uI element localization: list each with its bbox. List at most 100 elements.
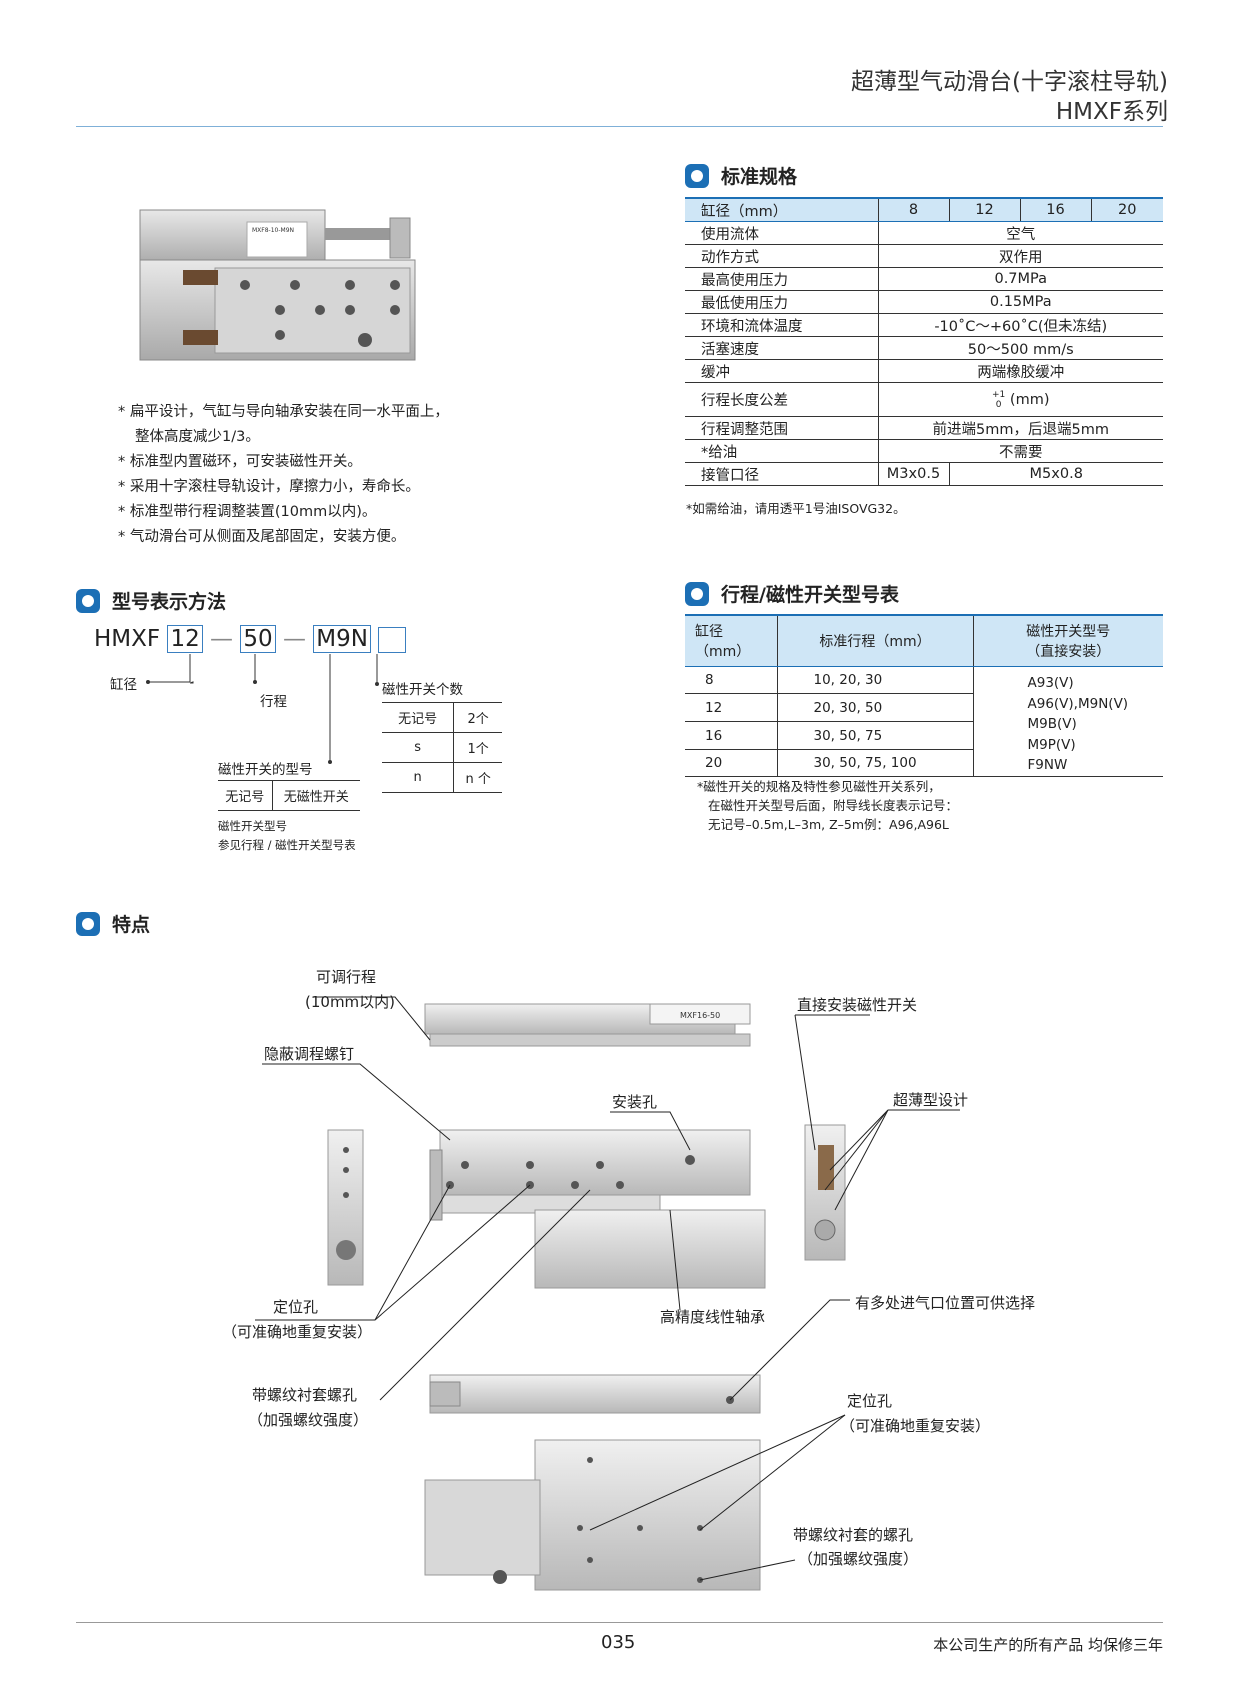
- tolerance-unit: (mm): [1009, 391, 1050, 408]
- slide-end-view-left: [327, 1129, 364, 1286]
- stroke-values: 30, 50, 75, 100: [776, 749, 973, 776]
- count-code: s: [382, 732, 455, 763]
- leader-lines: [255, 996, 960, 1581]
- product-photo: MXF8-10-M9N: [139, 209, 416, 361]
- stroke-bore: 20: [705, 754, 723, 771]
- spec-value: 前进端5mm，后退端5mm: [877, 416, 1163, 440]
- section-title: 行程/磁性开关型号表: [721, 584, 899, 606]
- spec-label: 缓冲: [685, 359, 878, 383]
- section-bullet-icon: [76, 588, 100, 613]
- spec-row: 动作方式双作用: [685, 244, 1163, 268]
- stroke-row: 12 20, 30, 50: [685, 693, 1163, 722]
- spec-row: *给油不需要: [685, 439, 1163, 463]
- spec-row: 行程调整范围前进端5mm，后退端5mm: [685, 416, 1163, 440]
- switch-model: F9NW: [1027, 757, 1068, 773]
- section-heading-model: 型号表示方法: [76, 587, 226, 614]
- spec-value: 不需要: [877, 439, 1163, 463]
- spec-row: 缓冲两端橡胶缓冲: [685, 359, 1163, 383]
- section-heading-features: 特点: [76, 910, 150, 937]
- section-title: 型号表示方法: [112, 591, 227, 613]
- slide-bottom-view: [424, 1439, 761, 1591]
- label-hidden-screw: 隐蔽调程螺钉: [264, 1045, 355, 1063]
- spec-label: 活塞速度: [685, 336, 878, 360]
- switch-type-value: 无磁性开关: [283, 790, 349, 805]
- spec-header-row: 缸径（mm） 8 12 16 20: [685, 197, 1163, 222]
- spec-value: 两端橡胶缓冲: [877, 359, 1163, 383]
- header-line: 缸径: [695, 624, 723, 640]
- stroke-values: 20, 30, 50: [776, 693, 973, 722]
- stroke-header-row: 缸径（mm） 标准行程（mm） 磁性开关型号（直接安装）: [685, 614, 1163, 667]
- stroke-values: 10, 20, 30: [776, 666, 973, 694]
- spec-label: 行程长度公差: [685, 382, 878, 417]
- spec-row: 环境和流体温度-10˚C～+60˚C(但未冻结): [685, 313, 1163, 337]
- stroke-row: 8 10, 20, 30 A93(V) A96(V),M9N(V) M9B(V)…: [685, 666, 1163, 776]
- model-prefix: HMXF: [94, 626, 161, 652]
- switch-model: M9P(V): [1027, 736, 1076, 753]
- spec-label: 接管口径: [685, 462, 878, 486]
- spec-value: M3x0.5: [877, 462, 949, 486]
- model-bore-box: 12: [167, 625, 203, 653]
- switch-type-table: 无记号 无磁性开关: [218, 780, 360, 811]
- stroke-note-3: 无记号–0.5m,L–3m, Z–5m例：A96,A96L: [708, 817, 949, 832]
- section-title: 特点: [112, 914, 151, 936]
- count-code: n: [382, 762, 455, 793]
- stroke-note-1: *磁性开关的规格及特性参见磁性开关系列，: [697, 779, 941, 794]
- product-model-label: MXF16-50: [680, 1011, 720, 1020]
- label-thread-insert-2-note: （加强螺纹强度）: [798, 1550, 919, 1568]
- spec-label: *给油: [685, 439, 878, 463]
- stroke-switch-table: 缸径（mm） 标准行程（mm） 磁性开关型号（直接安装） 8 10, 20, 3…: [685, 614, 1163, 777]
- warranty-text: 本公司生产的所有产品 均保修三年: [933, 1636, 1163, 1654]
- count-label: 磁性开关个数: [382, 682, 463, 698]
- label-adjustable-stroke: 可调行程: [316, 968, 377, 986]
- section-bullet-icon: [685, 581, 709, 606]
- spec-label: 最低使用压力: [685, 290, 878, 314]
- header-line: 磁性开关型号: [1026, 624, 1111, 640]
- spec-value: 50～500 mm/s: [877, 336, 1163, 360]
- model-dash: —: [282, 626, 306, 652]
- stroke-label: 行程: [260, 694, 287, 710]
- spec-label: 使用流体: [685, 221, 878, 245]
- spec-header-cell: 8: [877, 197, 949, 222]
- tolerance-lower: 0: [995, 399, 1002, 410]
- footer-divider: [76, 1622, 1163, 1623]
- model-note-1: 磁性开关型号: [218, 819, 287, 833]
- tolerance-upper: +1: [992, 389, 1006, 400]
- page-title: 超薄型气动滑台(十字滚柱导轨): [851, 69, 1168, 95]
- bore-label: 缸径: [110, 677, 137, 693]
- switch-type-row: 无记号 无磁性开关: [218, 780, 360, 811]
- spec-row: 接管口径 M3x0.5 M5x0.8: [685, 462, 1163, 486]
- stroke-bore: 8: [705, 672, 714, 689]
- stroke-bore: 16: [705, 727, 723, 744]
- spec-label: 行程调整范围: [685, 416, 878, 440]
- stroke-row: 20 30, 50, 75, 100: [685, 749, 1163, 776]
- photo-model-label: MXF8-10-M9N: [252, 227, 294, 234]
- slide-side-view: MXF16-50: [424, 1003, 751, 1047]
- spec-value: 空气: [877, 221, 1163, 245]
- model-stroke-box: 50: [240, 625, 276, 653]
- spec-value: 0.15MPa: [877, 290, 1163, 314]
- model-dash: —: [210, 626, 234, 652]
- label-direct-switch: 直接安装磁性开关: [797, 996, 918, 1014]
- slide-end-view-right: [804, 1124, 846, 1261]
- section-heading-spec: 标准规格: [685, 162, 797, 189]
- label-positioning-hole-1: 定位孔: [273, 1298, 319, 1316]
- count-value: 1个: [467, 742, 489, 757]
- spec-row: 使用流体空气: [685, 221, 1163, 245]
- bullet-line: * 扁平设计，气缸与导向轴承安装在同一水平面上，: [118, 404, 449, 420]
- model-count-box: [378, 626, 407, 653]
- switch-type-label: 磁性开关的型号: [218, 762, 313, 778]
- section-bullet-icon: [76, 911, 100, 936]
- stroke-bore: 12: [705, 699, 723, 716]
- bullet-line: * 气动滑台可从侧面及尾部固定，安装方便。: [118, 529, 406, 545]
- spec-row: 行程长度公差 +1 0 (mm): [685, 382, 1163, 417]
- count-value: 2个: [467, 712, 489, 727]
- label-air-ports: 有多处进气口位置可供选择: [855, 1294, 1036, 1312]
